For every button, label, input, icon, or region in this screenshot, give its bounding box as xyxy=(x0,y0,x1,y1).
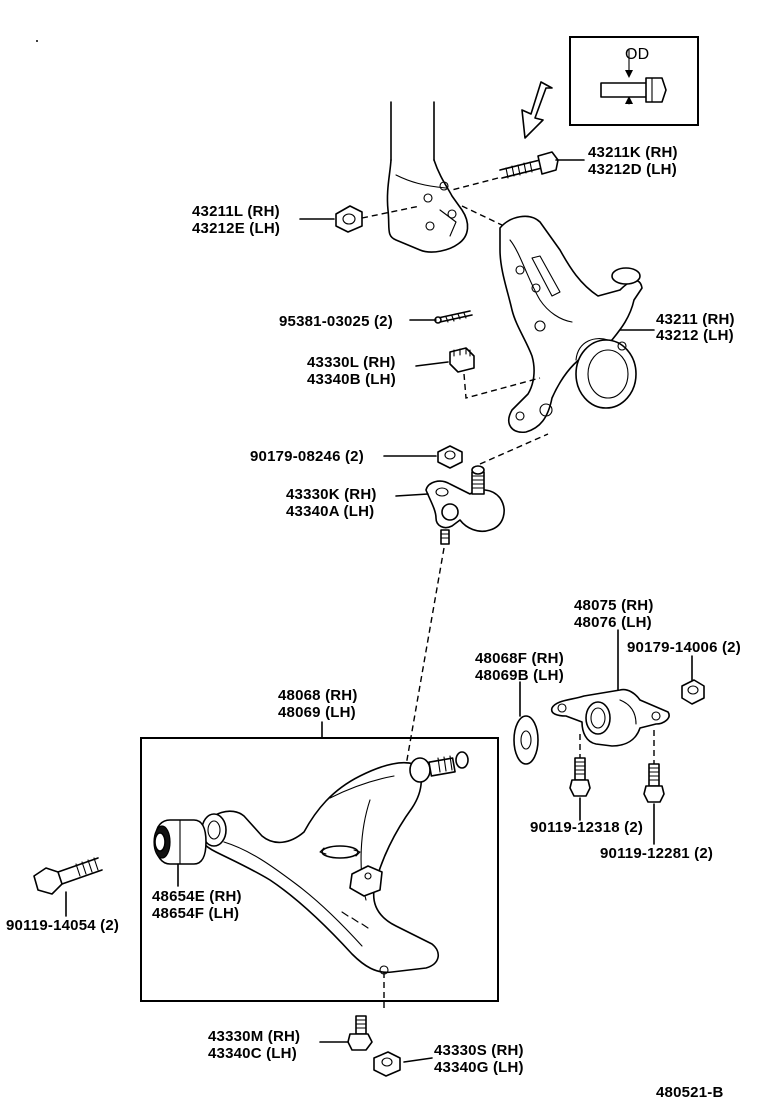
bracket-nut xyxy=(681,679,705,705)
label-lower-arm-rh: 48068 (RH) xyxy=(278,687,358,704)
leader-lines xyxy=(65,159,693,1063)
label-lower-arm-lh: 48069 (LH) xyxy=(278,704,356,721)
label-bushing-rh: 48654E (RH) xyxy=(152,888,242,905)
label-bracket-bolt-b: 90119-12281 (2) xyxy=(600,845,714,862)
label-nut-upper-lh: 43212E (LH) xyxy=(192,220,281,237)
label-castle-nut-rh: 43330L (RH) xyxy=(307,354,396,371)
label-front-bolt: 90119-14054 (2) xyxy=(6,917,120,934)
label-knuckle-lh: 43212 (LH) xyxy=(656,327,734,344)
label-bushing-lh: 48654F (LH) xyxy=(152,905,240,922)
bracket-bolt-a xyxy=(569,734,591,797)
od-inset xyxy=(569,36,699,126)
arm-ball-stud xyxy=(409,751,469,783)
label-bracket-lh: 48076 (LH) xyxy=(574,614,652,631)
rear-bracket xyxy=(550,688,670,747)
label-castle-nut-lh: 43340B (LH) xyxy=(307,371,396,388)
label-lower-nut-rh: 43330S (RH) xyxy=(434,1042,524,1059)
label-knuckle-rh: 43211 (RH) xyxy=(656,311,735,328)
label-bolt-upper-lh: 43212D (LH) xyxy=(588,161,677,178)
lower-arm xyxy=(200,761,439,1012)
label-ball-joint-nut: 90179-08246 (2) xyxy=(250,448,364,465)
upper-nut xyxy=(335,205,421,233)
label-lower-nut-lh: 43340G (LH) xyxy=(434,1059,524,1076)
washer xyxy=(513,715,539,765)
direction-arrow xyxy=(521,81,553,139)
label-lower-bolt-rh: 43330M (RH) xyxy=(208,1028,301,1045)
label-bracket-bolt-a: 90119-12318 (2) xyxy=(530,819,644,836)
label-nut-upper-rh: 43211L (RH) xyxy=(192,203,280,220)
label-washer-rh: 48068F (RH) xyxy=(475,650,564,667)
speck xyxy=(36,40,38,42)
label-bracket-nut: 90179-14006 (2) xyxy=(627,639,741,656)
label-cotter-pin: 95381-03025 (2) xyxy=(279,313,393,330)
od-label: OD xyxy=(625,46,650,63)
label-washer-lh: 48069B (LH) xyxy=(475,667,564,684)
bushing xyxy=(153,819,207,865)
ball-joint xyxy=(399,465,505,801)
upper-bolt xyxy=(451,151,559,191)
label-bolt-upper-rh: 43211K (RH) xyxy=(588,144,678,161)
lower-bolt xyxy=(347,1015,373,1051)
front-bolt xyxy=(33,857,103,895)
lower-nut xyxy=(373,1051,401,1077)
strut xyxy=(386,101,469,253)
ball-joint-nut xyxy=(437,433,549,469)
label-ball-joint-lh: 43340A (LH) xyxy=(286,503,375,520)
bracket-bolt-b xyxy=(643,730,665,803)
castle-nut xyxy=(449,347,541,399)
knuckle xyxy=(461,205,643,434)
lower-arm-frame xyxy=(140,737,499,1002)
cotter-pin xyxy=(434,310,473,324)
figure-number: 480521-B xyxy=(656,1084,724,1101)
label-ball-joint-rh: 43330K (RH) xyxy=(286,486,377,503)
label-lower-bolt-lh: 43340C (LH) xyxy=(208,1045,297,1062)
label-bracket-rh: 48075 (RH) xyxy=(574,597,654,614)
